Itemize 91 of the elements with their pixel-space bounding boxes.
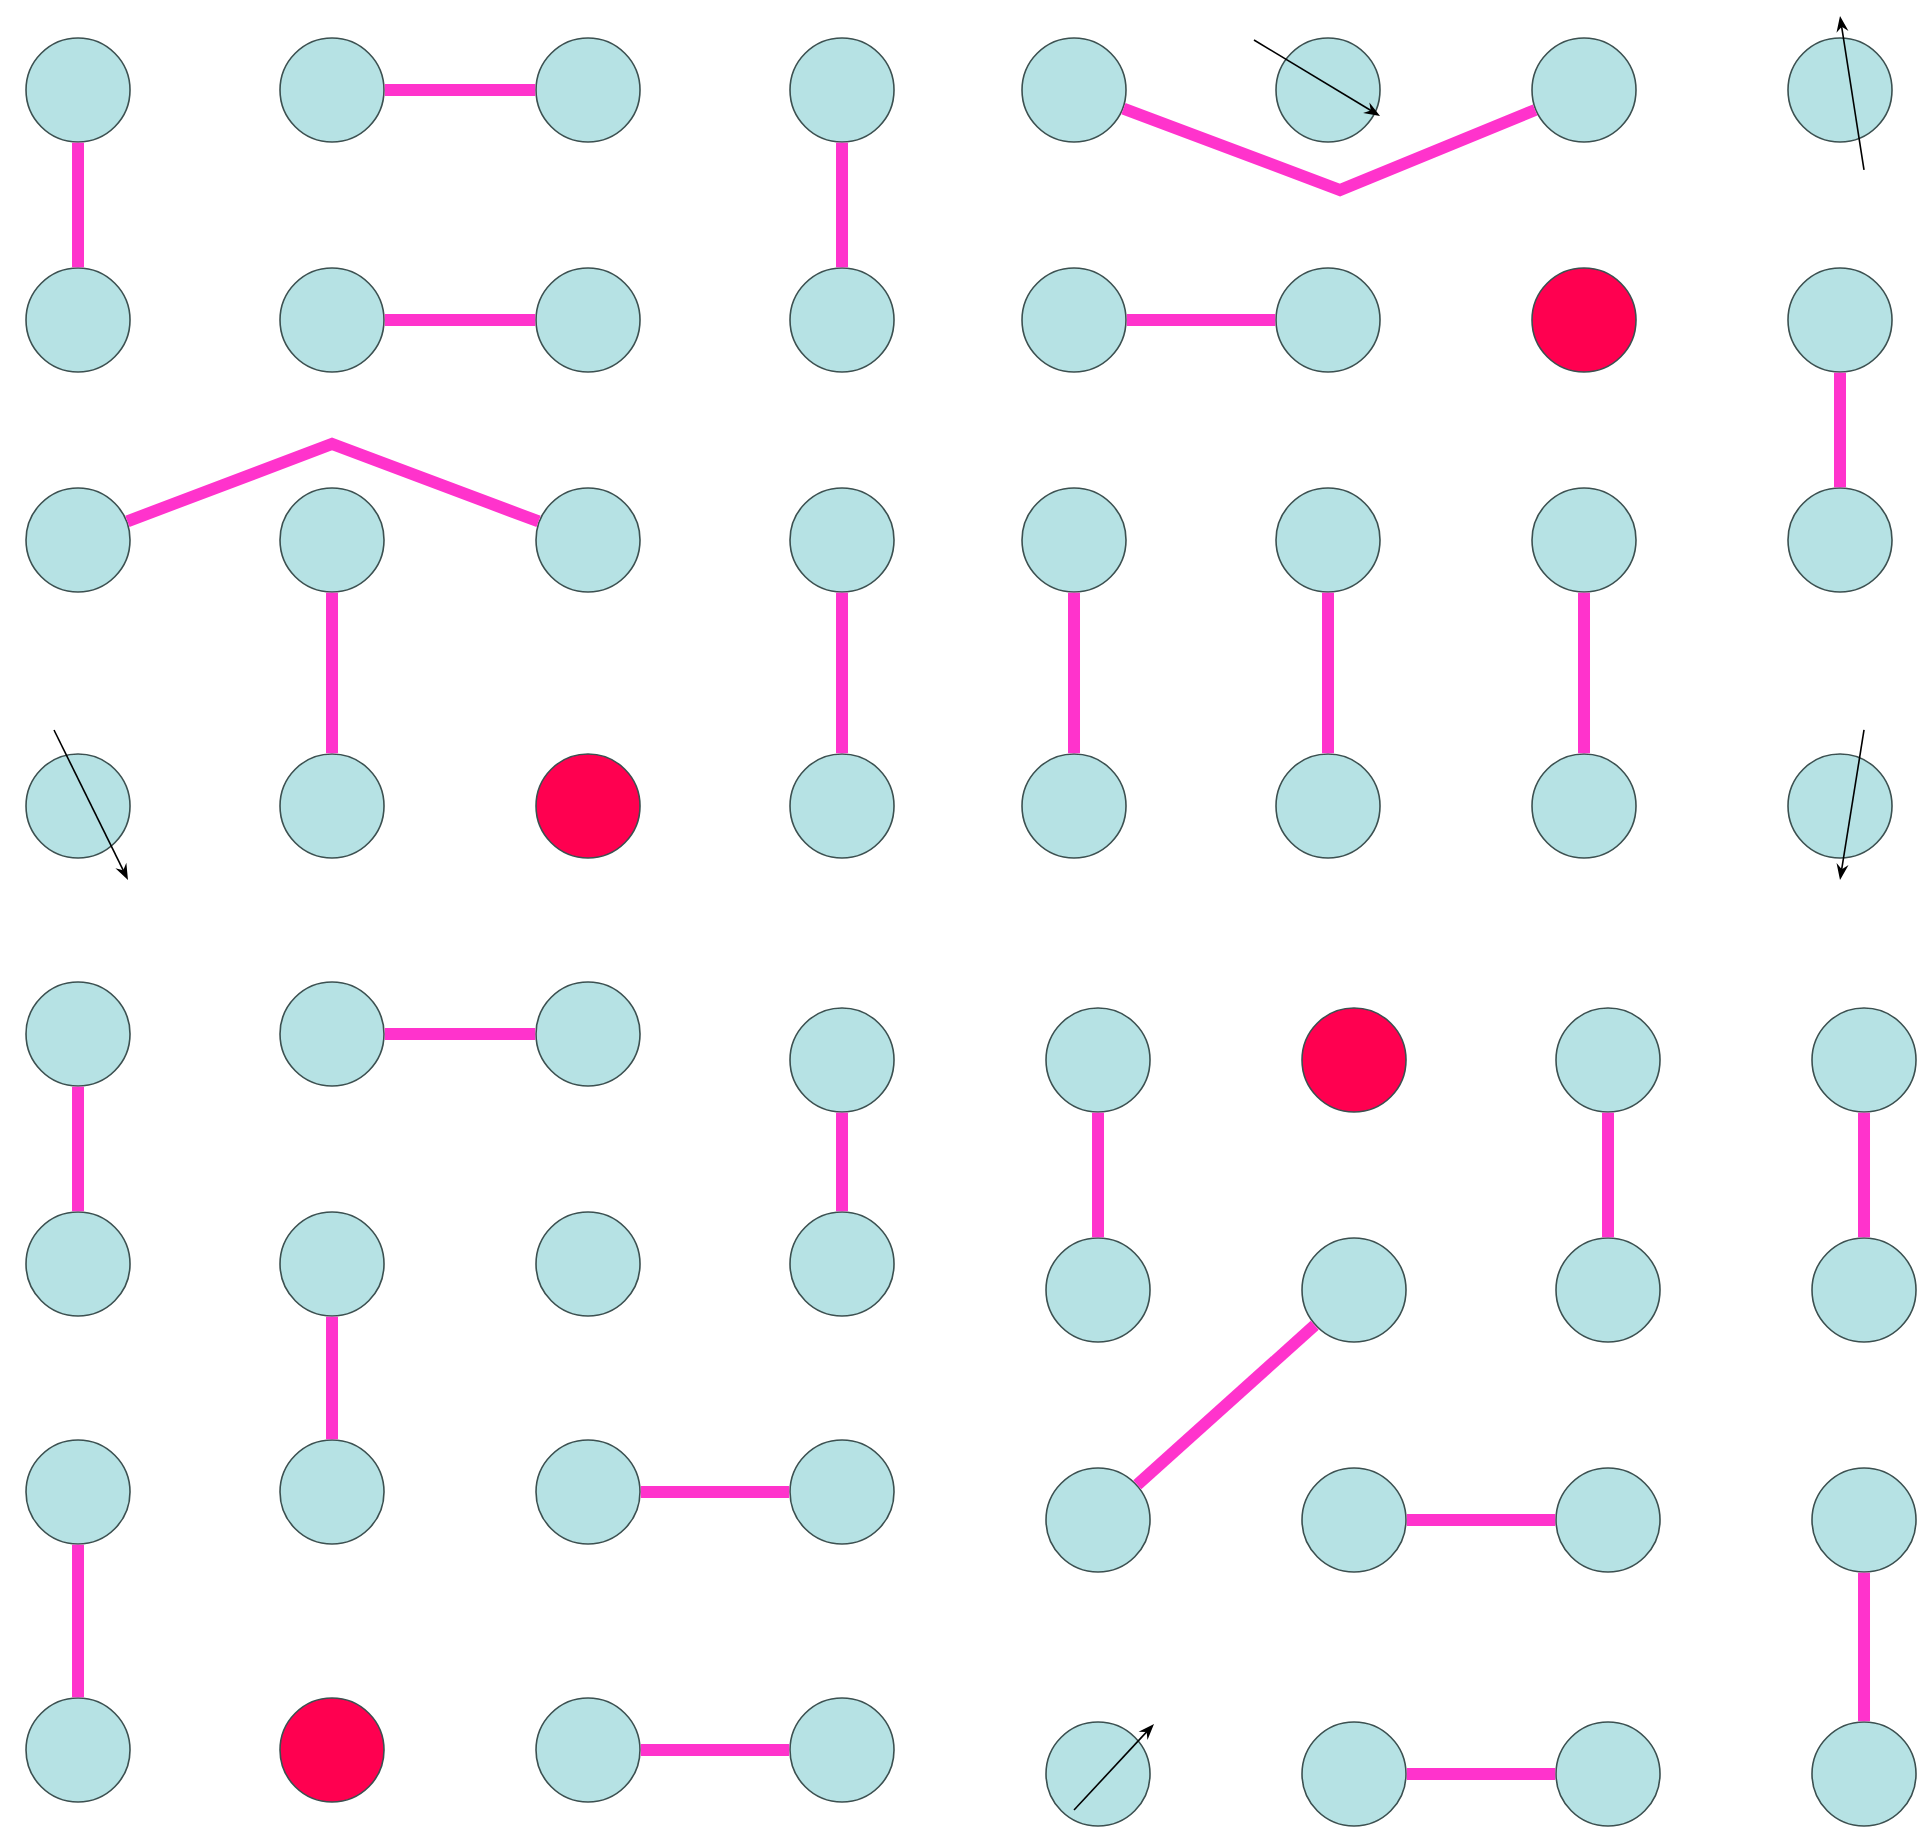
- circle: [535, 267, 641, 373]
- circle: [789, 753, 895, 859]
- connector-line: [1068, 592, 1080, 754]
- circle: [279, 753, 385, 859]
- connector-line: [1133, 1320, 1319, 1490]
- circle: [535, 1697, 641, 1803]
- circle: [789, 1697, 895, 1803]
- connector-line: [1858, 1572, 1870, 1722]
- circle: [1045, 1721, 1151, 1827]
- circle: [25, 487, 131, 593]
- circle: [1787, 753, 1893, 859]
- circle: [25, 1697, 131, 1803]
- connector-line: [1322, 592, 1334, 754]
- circle: [1045, 1467, 1151, 1573]
- connector-line: [1406, 1768, 1556, 1780]
- circle: [279, 37, 385, 143]
- circle: [789, 37, 895, 143]
- connector-line: [1092, 1112, 1104, 1238]
- connector-line: [384, 1028, 536, 1040]
- circle: [1811, 1721, 1917, 1827]
- circle: [789, 487, 895, 593]
- connector-line: [1121, 102, 1538, 197]
- circle: [789, 1439, 895, 1545]
- connector-line: [326, 592, 338, 754]
- circle: [1811, 1467, 1917, 1573]
- circle: [789, 1211, 895, 1317]
- circle: [1021, 37, 1127, 143]
- circle: [789, 1007, 895, 1113]
- circle: [535, 1211, 641, 1317]
- circle: [1555, 1237, 1661, 1343]
- circle: [1811, 1007, 1917, 1113]
- connector-line: [72, 142, 84, 268]
- circle: [1787, 267, 1893, 373]
- circle: [1811, 1237, 1917, 1343]
- connector-line: [1406, 1514, 1556, 1526]
- connector-line: [125, 437, 541, 528]
- circle: [1531, 37, 1637, 143]
- circle: [25, 981, 131, 1087]
- circle: [1787, 487, 1893, 593]
- dot: [1531, 267, 1637, 373]
- connector-line: [384, 84, 536, 96]
- dot: [535, 753, 641, 859]
- connector-line: [1834, 372, 1846, 488]
- circle: [25, 1439, 131, 1545]
- circle: [1021, 753, 1127, 859]
- circle: [1021, 267, 1127, 373]
- connector-line: [1126, 314, 1276, 326]
- circle: [1555, 1007, 1661, 1113]
- circle: [279, 267, 385, 373]
- connector-line: [72, 1544, 84, 1698]
- connector-line: [640, 1744, 790, 1756]
- circle: [535, 1439, 641, 1545]
- dot: [279, 1697, 385, 1803]
- connector-line: [1578, 592, 1590, 754]
- circle: [789, 267, 895, 373]
- circle: [1555, 1467, 1661, 1573]
- connector-line: [72, 1086, 84, 1212]
- connector-line: [836, 1112, 848, 1212]
- circle: [1531, 487, 1637, 593]
- circle: [1275, 267, 1381, 373]
- circle: [1301, 1721, 1407, 1827]
- circle: [535, 37, 641, 143]
- connector-line: [1602, 1112, 1614, 1238]
- circle: [1045, 1007, 1151, 1113]
- circle: [279, 981, 385, 1087]
- connector-line: [1858, 1112, 1870, 1238]
- circle: [535, 487, 641, 593]
- circle: [279, 1439, 385, 1545]
- circle: [1275, 487, 1381, 593]
- connector-line: [836, 142, 848, 268]
- circle: [1301, 1467, 1407, 1573]
- circle: [279, 1211, 385, 1317]
- circle: [1787, 37, 1893, 143]
- connector-line: [836, 592, 848, 754]
- circle: [279, 487, 385, 593]
- connector-line: [640, 1486, 790, 1498]
- circle: [25, 753, 131, 859]
- circle: [1301, 1237, 1407, 1343]
- circle: [25, 267, 131, 373]
- circle: [1275, 753, 1381, 859]
- circle: [25, 1211, 131, 1317]
- circle: [1555, 1721, 1661, 1827]
- circle: [535, 981, 641, 1087]
- connector-line: [384, 314, 536, 326]
- connector-line: [326, 1316, 338, 1440]
- dot: [1301, 1007, 1407, 1113]
- circle: [25, 37, 131, 143]
- circle: [1275, 37, 1381, 143]
- circle: [1021, 487, 1127, 593]
- circle: [1531, 753, 1637, 859]
- circle: [1045, 1237, 1151, 1343]
